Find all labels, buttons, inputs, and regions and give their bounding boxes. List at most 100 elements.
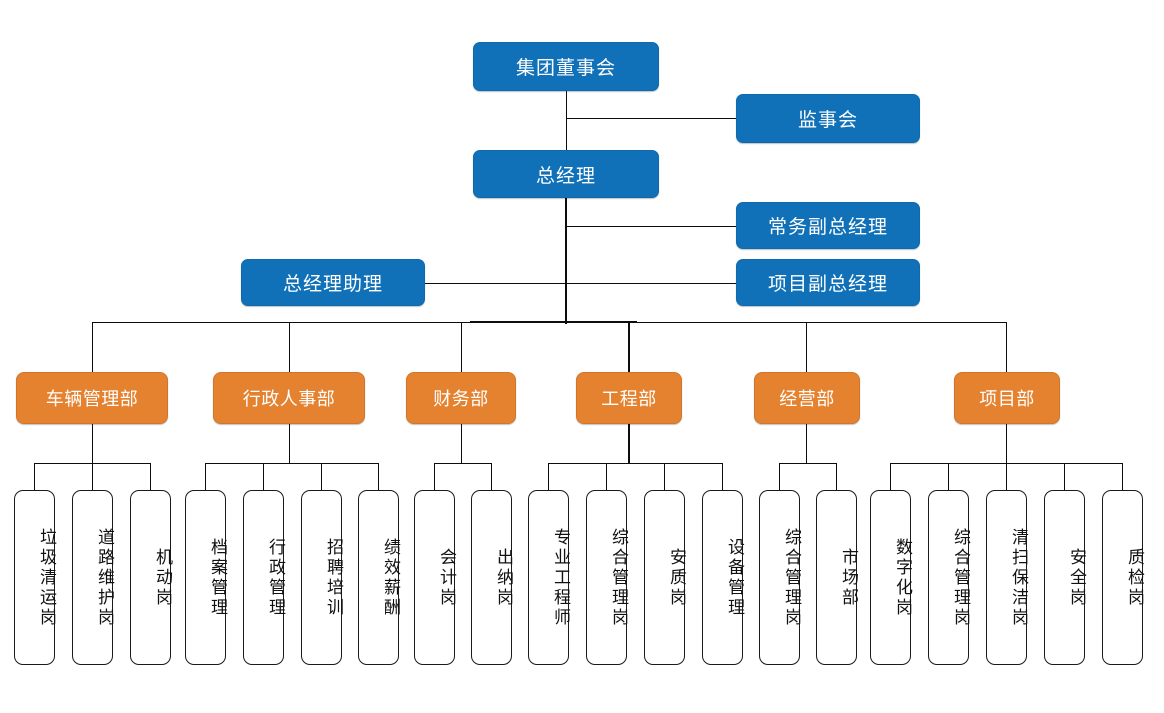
node-position-cashier[interactable]: 出纳岗 [471,490,513,665]
node-project-vice-president[interactable]: 项目副总经理 [736,259,920,306]
node-position-marketing-label: 市场部 [838,547,858,608]
connector-dept6-stem [1006,424,1007,463]
connector-dept4-bus [548,463,723,464]
node-position-road-maintenance[interactable]: 道路维护岗 [72,490,114,665]
node-board-of-directors[interactable]: 集团董事会 [473,42,659,91]
node-position-records-management[interactable]: 档案管理 [185,490,227,665]
connector-dept2-leaf-4 [378,463,379,490]
node-position-records-management-label: 档案管理 [207,537,227,618]
connector-dept5-bus [779,463,837,464]
connector-bus-to-dept-1 [92,322,93,372]
node-position-operations-general-management[interactable]: 综合管理岗 [759,490,801,665]
node-position-flexible-duty-label: 机动岗 [152,547,172,608]
connector-dept2-leaf-2 [263,463,264,490]
connector-bus-to-dept-2 [289,322,290,372]
node-position-recruitment-training-label: 招聘培训 [323,537,343,618]
node-position-cleaning[interactable]: 清扫保洁岗 [986,490,1028,665]
node-department-vehicle-management-label: 车辆管理部 [45,389,139,410]
node-position-waste-removal-label: 垃圾清运岗 [36,527,56,628]
connector-dept2-leaf-1 [205,463,206,490]
connector-bus-to-dept-6 [1006,322,1007,372]
node-position-operations-general-management-label: 综合管理岗 [781,527,801,628]
node-department-engineering[interactable]: 工程部 [576,372,682,424]
node-position-safety-label: 安全岗 [1066,547,1086,608]
node-project-vice-president-label: 项目副总经理 [767,273,888,295]
node-position-accounting[interactable]: 会计岗 [414,490,456,665]
node-department-admin-hr-label: 行政人事部 [242,389,336,410]
node-position-admin-management[interactable]: 行政管理 [243,490,285,665]
node-position-accounting-label: 会计岗 [436,547,456,608]
connector-dept3-leaf-2 [491,463,492,490]
department-bus-center [470,321,637,323]
node-position-waste-removal[interactable]: 垃圾清运岗 [14,490,56,665]
connector-dept4-leaf-1 [548,463,549,490]
node-position-engineering-general-management[interactable]: 综合管理岗 [586,490,628,665]
node-position-equipment-management-label: 设备管理 [724,537,744,618]
node-position-flexible-duty[interactable]: 机动岗 [130,490,172,665]
node-position-equipment-management[interactable]: 设备管理 [702,490,744,665]
node-position-performance-compensation[interactable]: 绩效薪酬 [358,490,400,665]
node-department-vehicle-management[interactable]: 车辆管理部 [16,372,168,424]
connector-bus-to-dept-4 [628,322,630,372]
node-department-admin-hr[interactable]: 行政人事部 [213,372,365,424]
node-gm-assistant[interactable]: 总经理助理 [241,259,425,306]
node-position-project-general-management[interactable]: 综合管理岗 [928,490,970,665]
node-executive-vice-president-label: 常务副总经理 [767,216,888,238]
connector-dept5-stem [806,424,807,463]
connector-gm-to-project-vp [566,283,737,284]
connector-gm-to-executive-vp [566,226,737,227]
node-position-project-general-management-label: 综合管理岗 [950,527,970,628]
node-department-project[interactable]: 项目部 [954,372,1060,424]
connector-dept6-leaf-3 [1006,463,1007,490]
node-position-safety-quality[interactable]: 安质岗 [644,490,686,665]
node-gm-assistant-label: 总经理助理 [282,273,383,295]
node-position-safety-quality-label: 安质岗 [666,547,686,608]
node-position-safety[interactable]: 安全岗 [1044,490,1086,665]
node-position-marketing[interactable]: 市场部 [816,490,858,665]
node-position-recruitment-training[interactable]: 招聘培训 [301,490,343,665]
connector-dept2-bus [205,463,379,464]
node-position-quality-inspection[interactable]: 质检岗 [1102,490,1144,665]
connector-dept4-leaf-2 [606,463,607,490]
connector-dept6-leaf-2 [948,463,949,490]
department-bus-right [566,322,1007,323]
node-supervisory-board[interactable]: 监事会 [736,94,920,143]
node-executive-vice-president[interactable]: 常务副总经理 [736,202,920,249]
node-position-engineering-general-management-label: 综合管理岗 [608,527,628,628]
connector-bus-to-dept-3 [461,322,462,372]
node-position-professional-engineer-label: 专业工程师 [550,527,570,628]
connector-dept3-bus [434,463,492,464]
connector-dept4-leaf-3 [664,463,665,490]
connector-dept1-leaf-1 [34,463,35,490]
connector-dept5-leaf-1 [779,463,780,490]
connector-dept2-leaf-3 [321,463,322,490]
connector-bus-to-dept-5 [806,322,807,372]
node-general-manager-label: 总经理 [535,164,596,187]
node-position-digitalization[interactable]: 数字化岗 [870,490,912,665]
connector-dept4-stem [628,424,630,463]
node-department-operations[interactable]: 经营部 [754,372,860,424]
node-general-manager[interactable]: 总经理 [473,150,659,198]
connector-gm-to-gm-assistant [425,283,566,284]
node-department-finance-label: 财务部 [433,389,489,410]
node-department-project-label: 项目部 [979,389,1035,410]
connector-gm-trunk [565,198,567,324]
node-position-performance-compensation-label: 绩效薪酬 [380,537,400,618]
node-position-cleaning-label: 清扫保洁岗 [1008,527,1028,628]
node-position-professional-engineer[interactable]: 专业工程师 [528,490,570,665]
node-supervisory-board-label: 监事会 [797,109,858,131]
connector-dept6-leaf-5 [1122,463,1123,490]
connector-dept2-stem [289,424,290,463]
connector-dept6-leaf-4 [1064,463,1065,490]
connector-dept1-stem [92,424,93,463]
node-position-admin-management-label: 行政管理 [265,537,285,618]
node-board-of-directors-label: 集团董事会 [515,57,616,79]
node-position-digitalization-label: 数字化岗 [892,537,912,618]
node-department-finance[interactable]: 财务部 [406,372,516,424]
connector-dept5-leaf-2 [836,463,837,490]
connector-dept3-leaf-1 [434,463,435,490]
connector-board-to-supervisory [566,118,737,119]
connector-board-to-gm [566,91,567,151]
connector-dept1-leaf-2 [92,463,93,490]
